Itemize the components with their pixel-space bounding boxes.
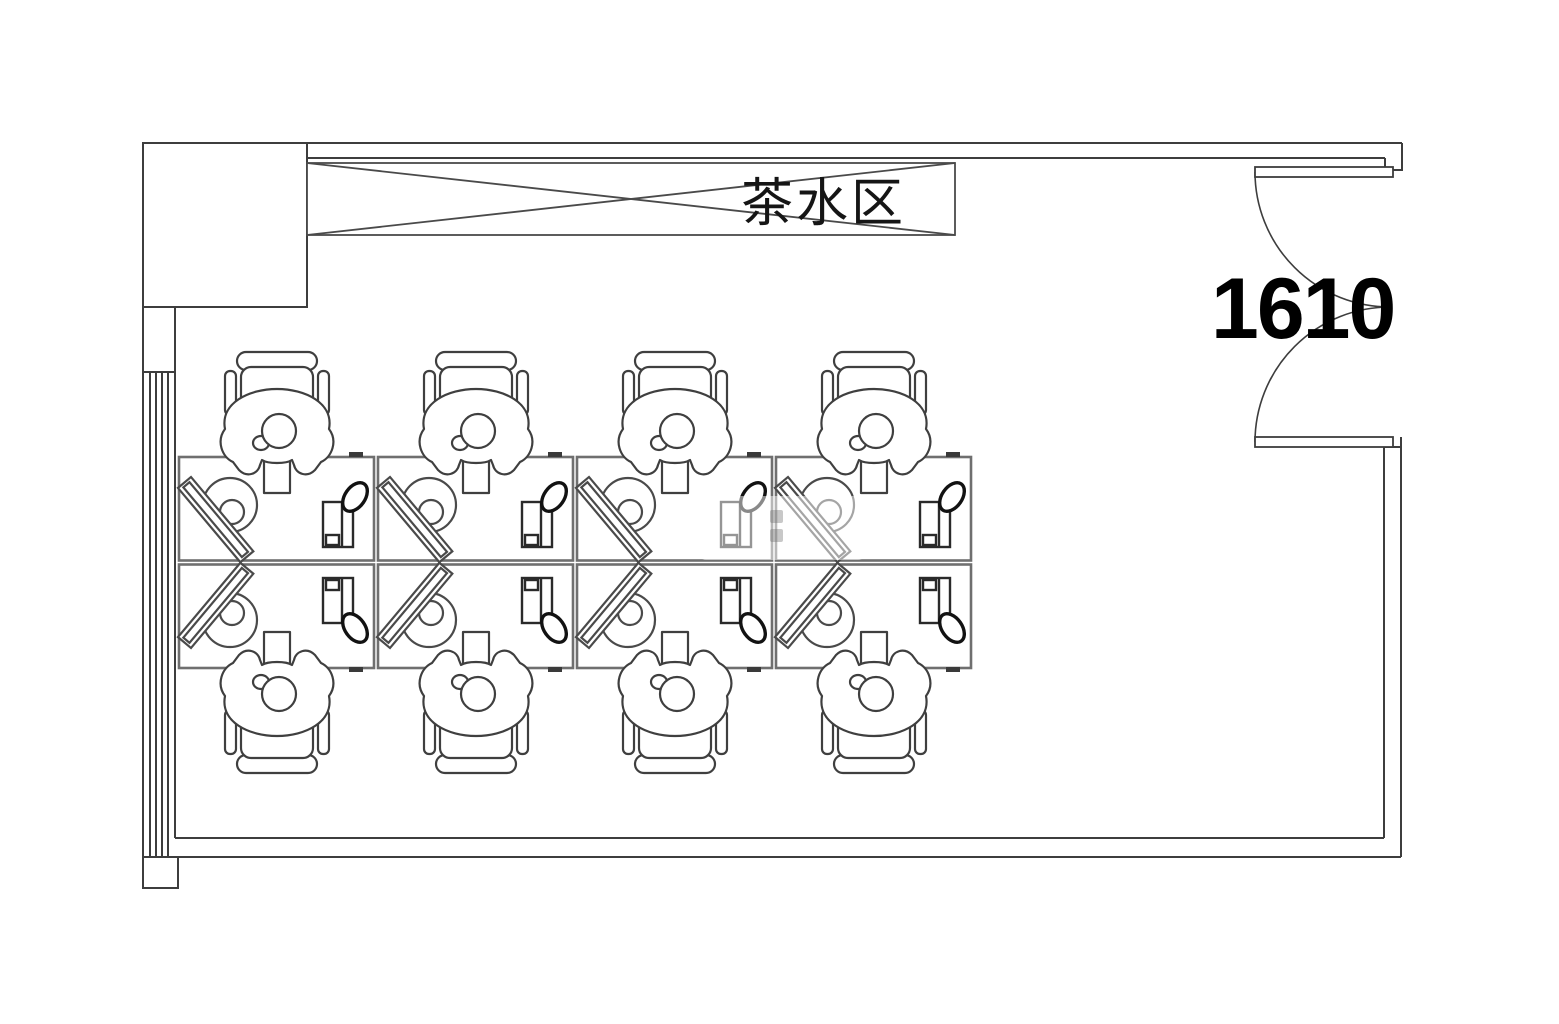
watermark-glyph [770,510,783,523]
door-swing-arc-bottom [1254,306,1391,443]
walls [142,142,1403,889]
double-door [1254,166,1394,448]
cable-grommets [349,452,960,672]
workstations [176,350,972,775]
door-leaf-top [1254,166,1394,178]
tea-area-counter [306,162,956,236]
door-leaf-bottom [1254,436,1394,448]
column [142,142,308,308]
watermark-glyph [770,529,783,542]
tea-area-label: 茶水区 [741,174,907,234]
window-jamb [142,306,176,373]
room-number-label: 1610 [1211,261,1396,357]
door-swing-arc-top [1254,171,1391,308]
wall-end-cap [142,856,179,889]
watermark-overlay [698,496,866,560]
desk-grid [177,452,973,672]
window [142,372,176,857]
